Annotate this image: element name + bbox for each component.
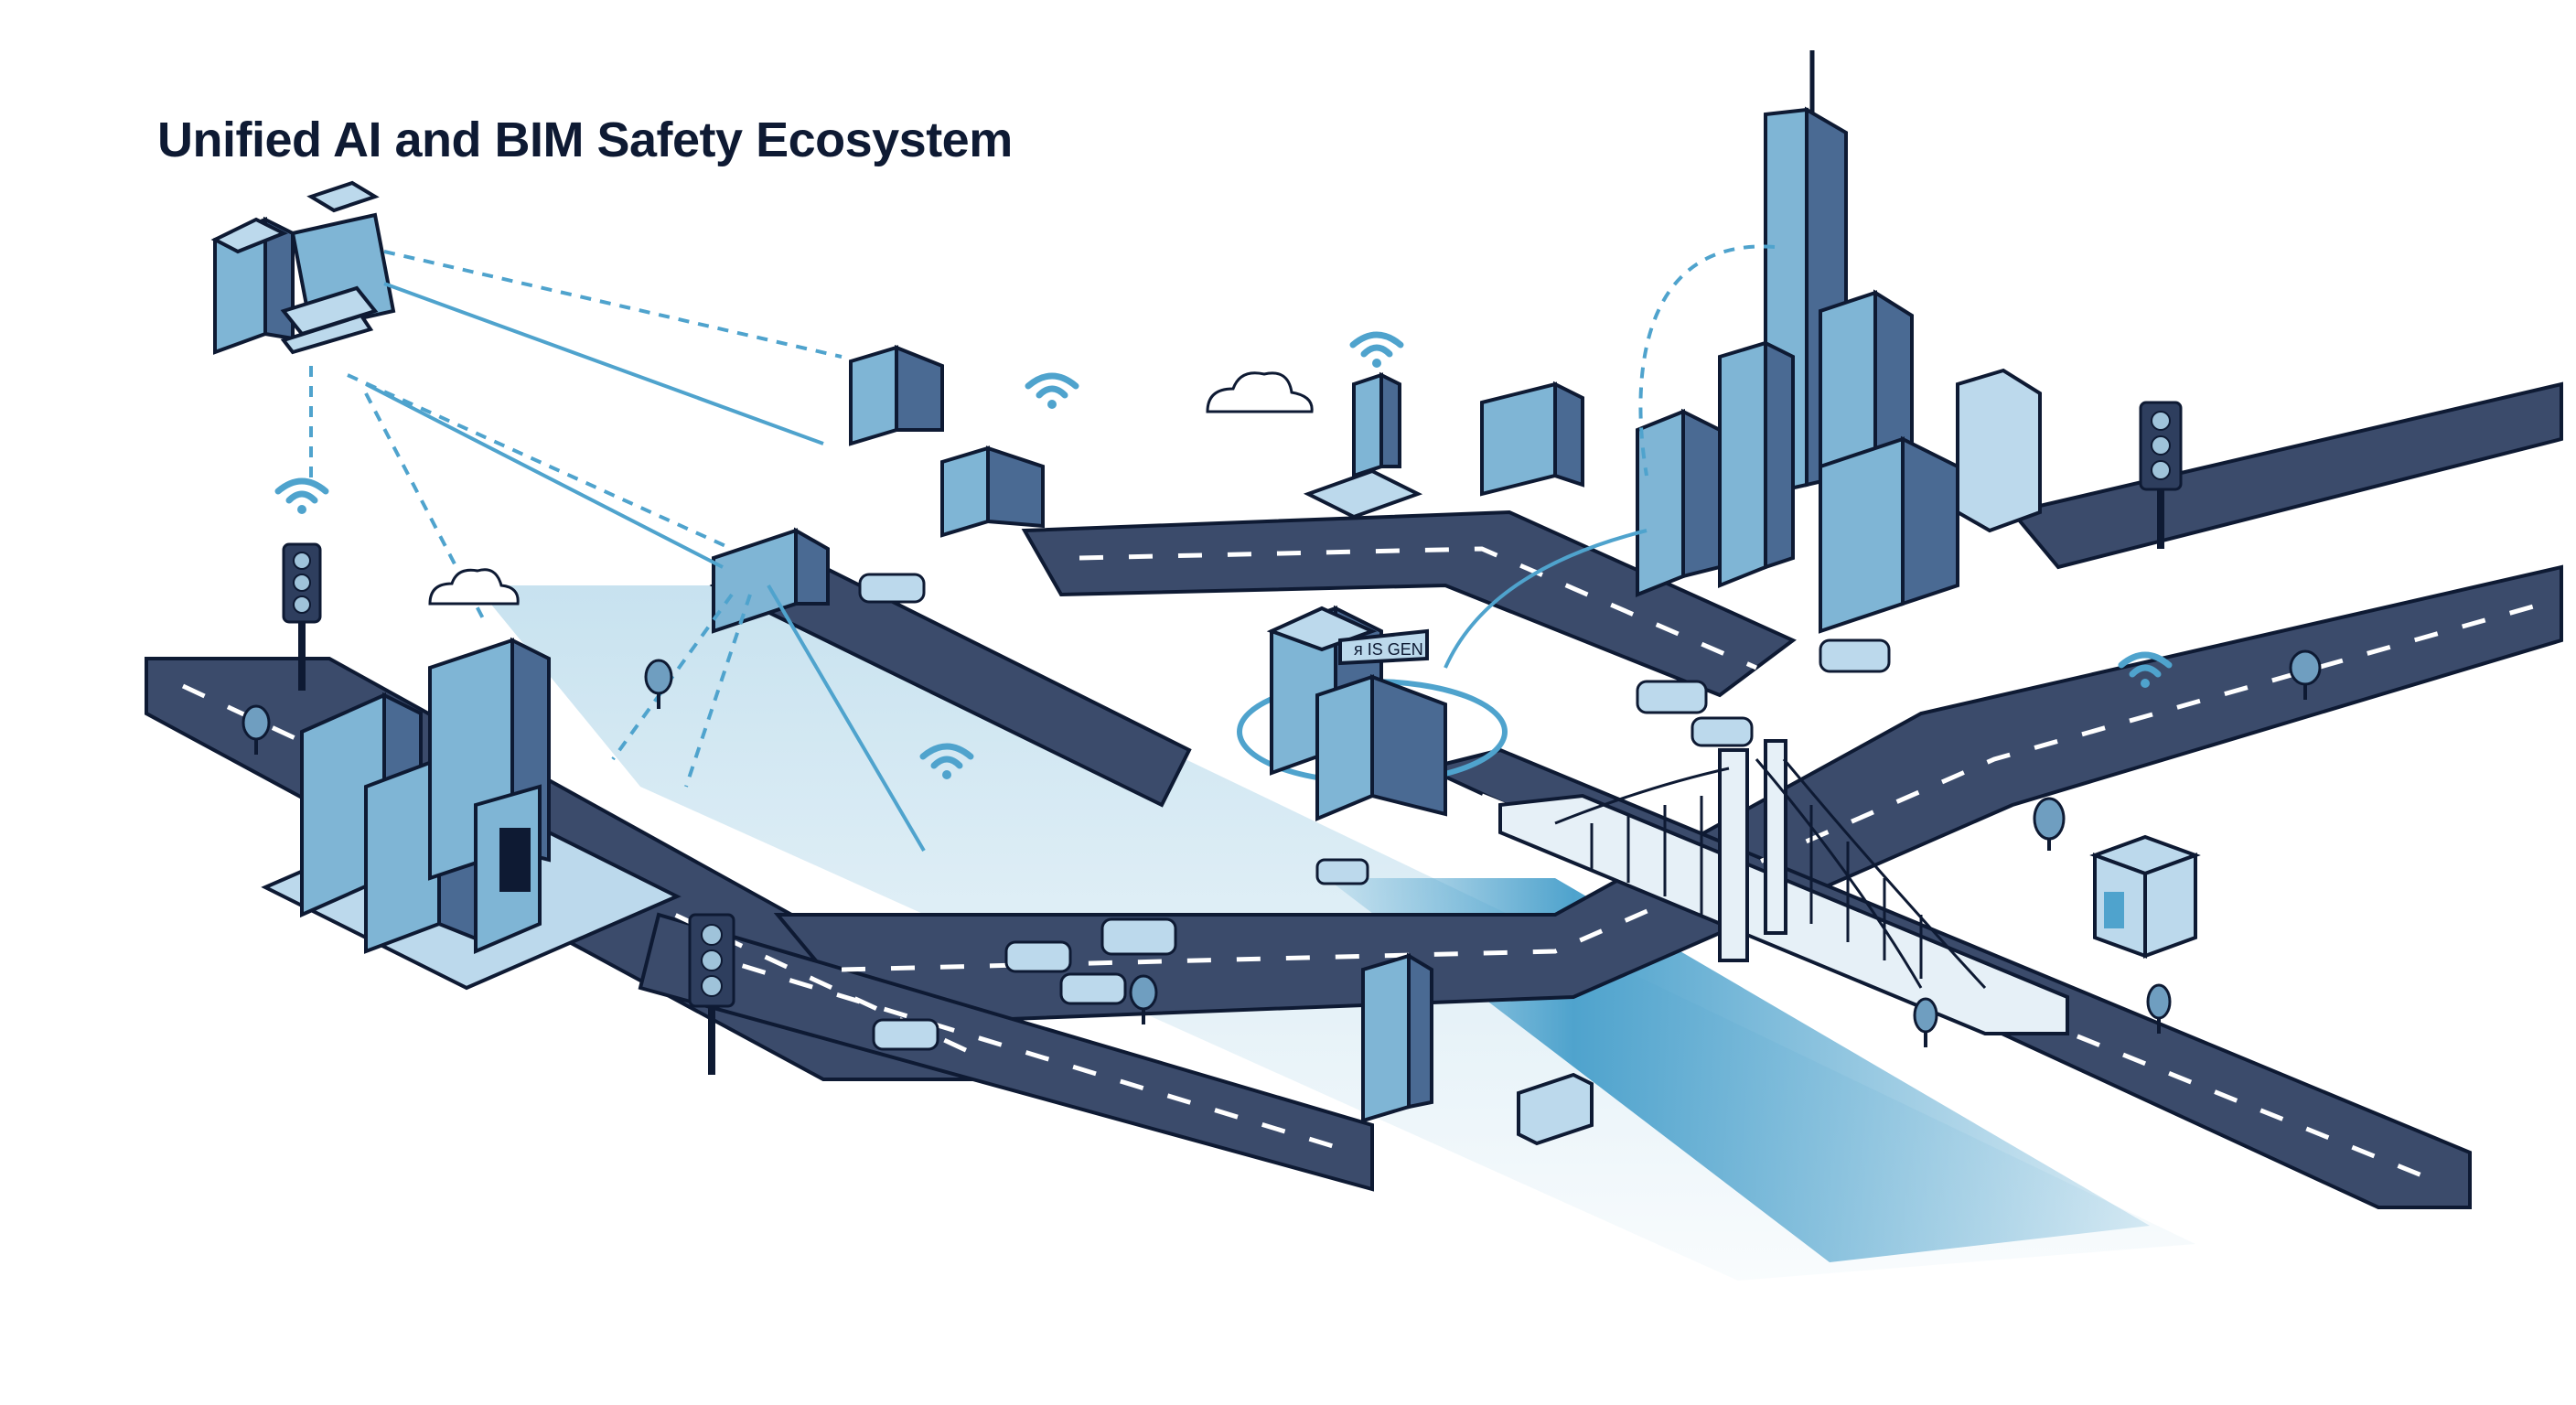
cars <box>858 573 1891 1051</box>
building-sign-text: ᴙ IS GEN <box>1354 640 1423 659</box>
north-buildings <box>712 345 1423 634</box>
wifi-icon <box>274 477 329 514</box>
skyscraper-cluster <box>1480 50 2042 634</box>
wifi-icon <box>919 743 974 779</box>
wifi-icon <box>1349 331 1404 368</box>
traffic-light-icon <box>688 913 735 1075</box>
wifi-icon <box>2118 651 2173 688</box>
checkpoint-booth <box>1361 952 1594 1146</box>
wifi-icon <box>1025 372 1079 409</box>
page-title: Unified AI and BIM Safety Ecosystem <box>157 113 1013 167</box>
traffic-light-icon <box>282 542 322 691</box>
left-building-cluster <box>261 637 682 991</box>
trees <box>242 649 2322 1047</box>
traffic-light-icon <box>2139 401 2183 549</box>
cloud-icon <box>428 568 520 606</box>
central-ai-building: ᴙ IS GEN <box>1237 605 1508 821</box>
control-center-building <box>210 180 396 355</box>
kiosk-building <box>2089 834 2201 959</box>
cloud-icon <box>1206 371 1314 413</box>
suspension-bridge <box>1498 739 2069 1035</box>
